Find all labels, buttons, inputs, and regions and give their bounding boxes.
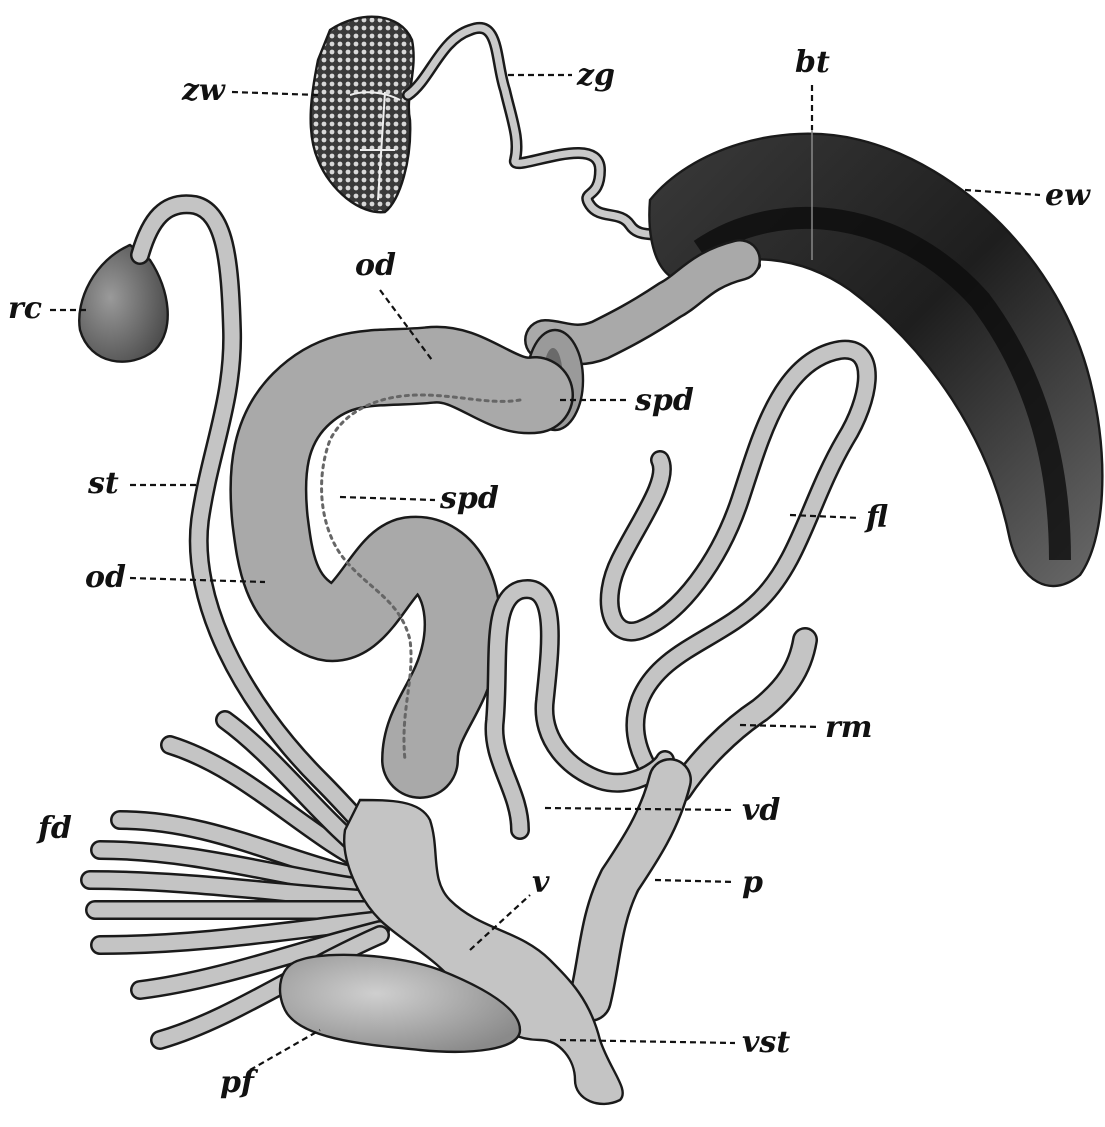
label-zw: zw bbox=[181, 73, 226, 108]
label-vst: vst bbox=[742, 1025, 790, 1060]
label-bt: bt bbox=[795, 45, 830, 80]
label-spd-mid: spd bbox=[439, 481, 499, 516]
label-vd: vd bbox=[742, 793, 780, 828]
label-od-left: od bbox=[85, 560, 126, 595]
label-v: v bbox=[532, 865, 550, 900]
label-pf: pf bbox=[220, 1065, 259, 1100]
label-rm: rm bbox=[825, 710, 873, 745]
label-fd: fd bbox=[36, 811, 72, 846]
label-od-top: od bbox=[355, 248, 396, 283]
label-st: st bbox=[87, 466, 119, 501]
label-rc: rc bbox=[8, 291, 42, 326]
label-fl: fl bbox=[864, 500, 888, 535]
label-zg: zg bbox=[576, 58, 615, 93]
label-p: p bbox=[742, 865, 763, 900]
receptaculum-seminis bbox=[79, 245, 167, 362]
hermaphrodite-gland bbox=[311, 17, 414, 213]
label-ew: ew bbox=[1045, 178, 1091, 213]
label-spd-top: spd bbox=[634, 383, 694, 418]
